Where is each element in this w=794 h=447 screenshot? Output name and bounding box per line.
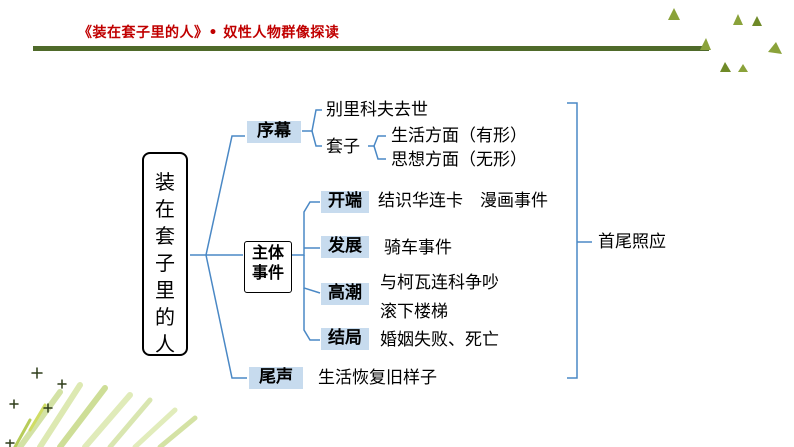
root-title-char: 子 [155,251,175,275]
connector-stage3 [303,255,321,294]
connector-taozi-child1 [368,135,386,147]
root-title-char: 在 [155,197,175,221]
root-title-char: 里 [155,278,175,302]
root-title-char: 的 [155,305,175,329]
stage-jieju-text: 婚姻失败、死亡 [380,330,499,350]
connector-lines [190,102,592,379]
stage-kaiduan-text: 结识华连卡 漫画事件 [378,191,548,211]
taozi-child-life: 生活方面（有形） [391,126,527,146]
bracket-right [567,102,578,379]
conclusion-text: 首尾照应 [598,232,666,252]
weisheng-text: 生活恢复旧样子 [318,368,437,388]
zhuti-tag-line2: 事件 [251,263,284,282]
weisheng-tag: 尾声 [249,367,303,389]
root-title-char: 装 [155,170,175,194]
stage-gaochao-text: 与柯瓦连科争吵 [380,273,499,293]
stage-jieju-tag: 结局 [321,328,369,350]
xumu-item-taozi: 套子 [326,137,360,157]
xumu-tag: 序幕 [247,121,301,143]
root-title-char: 套 [155,224,175,248]
stage-gaochao-text2: 滚下楼梯 [380,302,448,322]
header-title: 《装在套子里的人》• 奴性人物群像探读 [78,25,340,41]
stage-gaochao-tag: 高潮 [321,283,369,305]
taozi-child-thought: 思想方面（无形） [391,150,527,170]
connector-taozi-child2 [373,145,386,160]
root-title-char: 人 [155,332,175,356]
stage-kaiduan-tag: 开端 [321,191,369,213]
zhuti-tag-line1: 主体 [251,243,284,262]
connector-stage1 [292,201,320,256]
xumu-item-death: 别里科夫去世 [326,100,428,120]
stage-fazhan-text: 骑车事件 [384,238,452,258]
zhuti-tag: 主体 事件 [244,241,292,293]
root-title-box: 装 在 套 子 里 的 人 [142,152,188,356]
connector-xumu-item2 [311,130,322,147]
header-divider [33,46,709,51]
stage-fazhan-tag: 发展 [321,236,369,258]
connector-root-weisheng [205,254,247,379]
connector-xumu-item1 [302,109,322,132]
decorative-triangles-top-right [668,8,782,72]
connector-root-xumu [190,135,245,256]
connector-stage4 [303,288,320,341]
decorative-strokes-bottom-left [5,367,198,447]
